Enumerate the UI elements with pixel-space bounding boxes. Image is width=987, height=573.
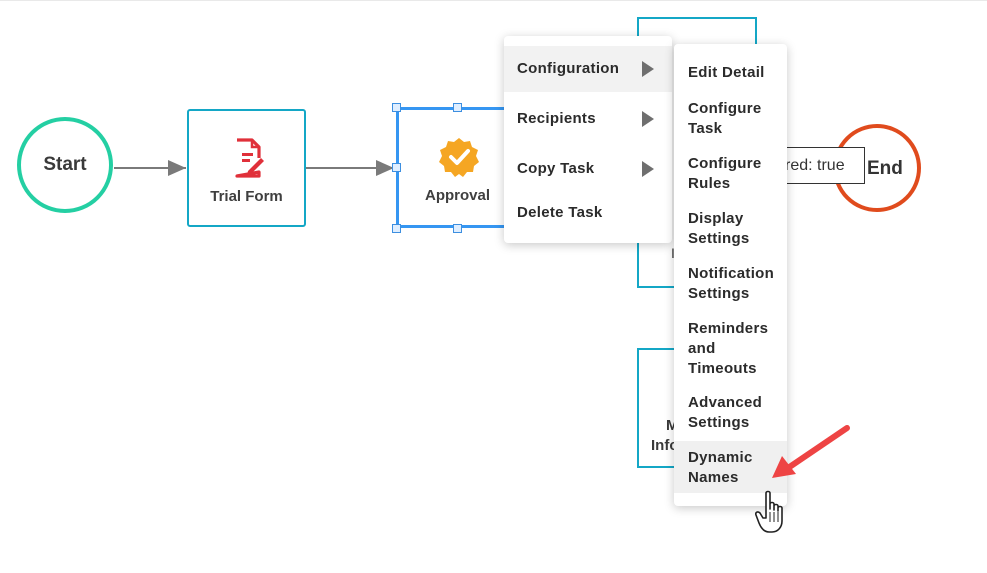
menu-item-label: Configuration: [517, 60, 620, 77]
submenu-item-configure-rules[interactable]: Configure Rules: [674, 154, 787, 194]
submenu-item-dynamic-names[interactable]: Dynamic Names: [674, 441, 787, 493]
menu-item-configuration[interactable]: Configuration: [504, 46, 672, 92]
approval-label: Approval: [424, 187, 490, 204]
submenu-item-label: and: [688, 340, 716, 357]
submenu-item-label: Task: [688, 120, 723, 137]
menu-item-copy-task[interactable]: Copy Task: [504, 146, 672, 192]
menu-item-label: Delete Task: [517, 204, 603, 221]
hand-pointer-icon: [755, 490, 783, 533]
verified-badge-icon: [439, 138, 479, 177]
selection-handle-top[interactable]: [453, 103, 462, 112]
annotation-arrow-icon: [772, 425, 850, 478]
triangle-right-icon: [642, 161, 654, 177]
menu-item-label: Copy Task: [517, 160, 595, 177]
task-context-menu: Configuration Recipients Copy Task Delet…: [504, 36, 672, 243]
submenu-item-label: Settings: [688, 285, 750, 302]
submenu-item-label: Configure: [688, 155, 762, 172]
submenu-item-advanced-settings[interactable]: Advanced Settings: [674, 393, 787, 433]
submenu-item-notification-settings[interactable]: Notification Settings: [674, 264, 787, 304]
triangle-right-icon: [642, 61, 654, 77]
selection-handle-bottom-left[interactable]: [392, 224, 401, 233]
submenu-item-label: Names: [688, 469, 739, 486]
menu-item-delete-task[interactable]: Delete Task: [504, 190, 672, 236]
submenu-item-label: Reminders: [688, 320, 769, 337]
hidden-node-text: I: [671, 245, 675, 261]
submenu-item-label: Settings: [688, 230, 750, 247]
start-label: Start: [43, 154, 87, 175]
approval-node[interactable]: Approval: [396, 107, 519, 228]
trial-form-label: Trial Form: [210, 188, 283, 205]
submenu-item-label: Advanced: [688, 394, 763, 411]
submenu-item-label: Edit Detail: [688, 64, 765, 81]
selection-handle-left[interactable]: [392, 163, 401, 172]
form-edit-icon: [235, 138, 264, 178]
selection-handle-bottom[interactable]: [453, 224, 462, 233]
configuration-submenu: Edit Detail Configure Task Configure Rul…: [674, 44, 787, 506]
submenu-item-reminders-and-timeouts[interactable]: Reminders and Timeouts: [674, 319, 787, 379]
start-node[interactable]: Start: [17, 117, 113, 213]
submenu-item-label: Notification: [688, 265, 775, 282]
submenu-item-label: Settings: [688, 414, 750, 431]
submenu-item-edit-detail[interactable]: Edit Detail: [674, 63, 787, 83]
submenu-item-label: Dynamic: [688, 449, 753, 466]
end-label: End: [867, 158, 903, 179]
selection-handle-top-left[interactable]: [392, 103, 401, 112]
trial-form-node[interactable]: Trial Form: [187, 109, 306, 227]
submenu-item-configure-task[interactable]: Configure Task: [674, 99, 787, 139]
top-divider: [0, 0, 987, 1]
triangle-right-icon: [642, 111, 654, 127]
menu-item-label: Recipients: [517, 110, 596, 127]
submenu-item-label: Configure: [688, 100, 762, 117]
submenu-item-label: Rules: [688, 175, 731, 192]
hidden-node-label-line2: Infc: [651, 437, 678, 454]
submenu-item-display-settings[interactable]: Display Settings: [674, 209, 787, 249]
submenu-item-label: Timeouts: [688, 360, 757, 377]
submenu-item-label: Display: [688, 210, 744, 227]
menu-item-recipients[interactable]: Recipients: [504, 96, 672, 142]
